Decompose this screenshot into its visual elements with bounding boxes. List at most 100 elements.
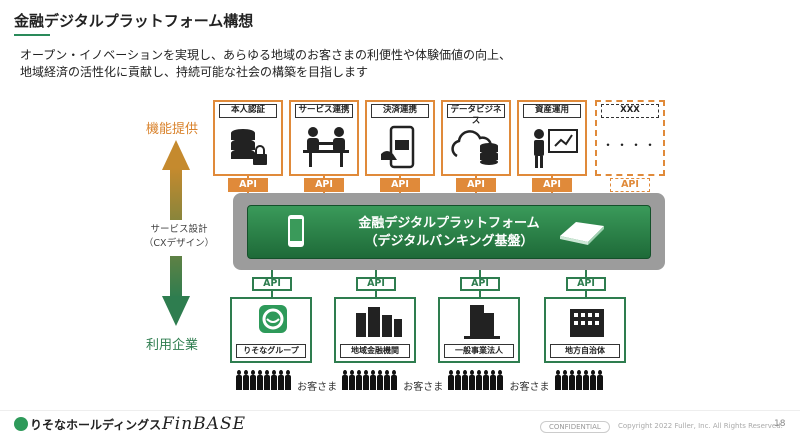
- resona-app-icon: [259, 305, 287, 333]
- function-box-data-business: データビジネス: [441, 100, 511, 176]
- label-user-companies: 利用企業: [146, 338, 199, 353]
- person-icon: [285, 370, 291, 390]
- customer-label: お客さま: [297, 382, 338, 393]
- person-icon: [356, 370, 363, 390]
- lead-line-2: 地域経済の活性化に貢献し、持続可能な社会の構築を目指します: [20, 65, 369, 79]
- cloud-database-icon: [451, 130, 498, 165]
- person-icon: [469, 370, 476, 390]
- cx-line-2: （CXデザイン）: [143, 238, 215, 249]
- person-icon: [349, 370, 356, 390]
- person-icon: [236, 370, 242, 390]
- company-box-regional-bank: 地域金融機関: [334, 297, 416, 363]
- placeholder-dots: ・・・・: [601, 138, 658, 152]
- api-badge-dashed: API: [610, 178, 650, 192]
- cx-design-label: サービス設計 （CXデザイン）: [138, 220, 220, 256]
- city-buildings-icon: [356, 307, 402, 337]
- person-icon: [271, 370, 277, 390]
- person-icon: [561, 370, 568, 390]
- person-icon: [483, 370, 490, 390]
- api-badge: API: [228, 178, 268, 192]
- person-icon: [490, 370, 497, 390]
- api-badge: API: [456, 178, 496, 192]
- government-building-icon: [570, 309, 604, 337]
- person-icon: [243, 370, 249, 390]
- person-icon: [568, 370, 575, 390]
- function-label: XXX: [601, 104, 659, 118]
- function-box-xxx: XXX ・・・・: [595, 100, 665, 176]
- office-building-icon: [464, 305, 500, 339]
- api-badge-green: API: [252, 277, 292, 291]
- handshake-people-icon: [303, 127, 349, 167]
- person-icon: [391, 370, 398, 390]
- footer-divider: [0, 410, 800, 411]
- person-icon: [554, 370, 561, 390]
- database-lock-icon: [231, 129, 267, 165]
- function-box-payment: 決済連携: [365, 100, 435, 176]
- person-icon: [497, 370, 504, 390]
- person-icon: [278, 370, 284, 390]
- arrow-up-icon: [162, 140, 190, 170]
- person-icon: [384, 370, 391, 390]
- person-icon: [455, 370, 462, 390]
- api-badge: API: [304, 178, 344, 192]
- customer-label: お客さま: [403, 382, 444, 393]
- function-box-auth: 本人認証: [213, 100, 283, 176]
- person-icon: [582, 370, 589, 390]
- person-icon: [257, 370, 263, 390]
- company-label: 地方自治体: [550, 344, 620, 358]
- platform-bar: 金融デジタルプラットフォーム （デジタルバンキング基盤）: [247, 205, 651, 259]
- function-box-service-link: サービス連携: [289, 100, 359, 176]
- person-icon: [250, 370, 256, 390]
- api-badge-green: API: [460, 277, 500, 291]
- function-box-asset-management: 資産運用: [517, 100, 587, 176]
- customer-label: お客さま: [509, 382, 550, 393]
- api-badge-green: API: [566, 277, 606, 291]
- confidential-badge: CONFIDENTIAL: [540, 421, 610, 433]
- person-icon: [377, 370, 384, 390]
- function-label: 決済連携: [371, 104, 429, 118]
- person-icon: [596, 370, 603, 390]
- person-icon: [363, 370, 370, 390]
- company-label: 地域金融機関: [340, 344, 410, 358]
- presenter-chart-icon: [534, 129, 578, 168]
- arrow-down-icon: [162, 296, 190, 326]
- company-label: りそなグループ: [236, 344, 306, 358]
- mobile-pay-icon: [381, 125, 415, 169]
- person-icon: [575, 370, 582, 390]
- company-box-resona: りそなグループ: [230, 297, 312, 363]
- customer-crowd: お客さま お客さま お客さま: [236, 370, 604, 393]
- function-label: 資産運用: [523, 104, 581, 118]
- function-label: サービス連携: [295, 104, 353, 118]
- company-box-local-government: 地方自治体: [544, 297, 626, 363]
- platform-title: 金融デジタルプラットフォーム: [358, 216, 540, 231]
- platform-subtitle: （デジタルバンキング基盤）: [364, 234, 534, 249]
- lead-text: オープン・イノベーションを実現し、あらゆる地域のお客さまの利便性や体験価値の向上…: [20, 47, 511, 81]
- finbase-logo: FinBASE: [162, 414, 247, 434]
- person-icon: [476, 370, 483, 390]
- resona-logo: りそなホールディングス: [14, 416, 161, 433]
- person-icon: [370, 370, 377, 390]
- cx-line-1: サービス設計: [150, 224, 208, 235]
- smartphone-icon: [288, 215, 304, 247]
- api-badge: API: [380, 178, 420, 192]
- company-label: 一般事業法人: [444, 344, 514, 358]
- resona-logo-text: りそなホールディングス: [30, 418, 162, 432]
- person-icon: [264, 370, 270, 390]
- page-title: 金融デジタルプラットフォーム構想: [14, 12, 254, 30]
- copyright-text: Copyright 2022 Fuller, Inc. All Rights R…: [618, 422, 783, 430]
- server-device-icon: [560, 222, 604, 245]
- api-badge: API: [532, 178, 572, 192]
- lead-line-1: オープン・イノベーションを実現し、あらゆる地域のお客さまの利便性や体験価値の向上…: [20, 48, 512, 62]
- function-label: データビジネス: [447, 104, 505, 126]
- api-badge-green: API: [356, 277, 396, 291]
- company-box-corporation: 一般事業法人: [438, 297, 520, 363]
- label-function-provision: 機能提供: [146, 122, 199, 137]
- person-icon: [462, 370, 469, 390]
- title-underline: [14, 34, 50, 36]
- person-icon: [342, 370, 349, 390]
- function-label: 本人認証: [219, 104, 277, 118]
- person-icon: [448, 370, 455, 390]
- resona-mark-icon: [14, 417, 28, 431]
- page-number: 18: [774, 419, 786, 429]
- person-icon: [589, 370, 596, 390]
